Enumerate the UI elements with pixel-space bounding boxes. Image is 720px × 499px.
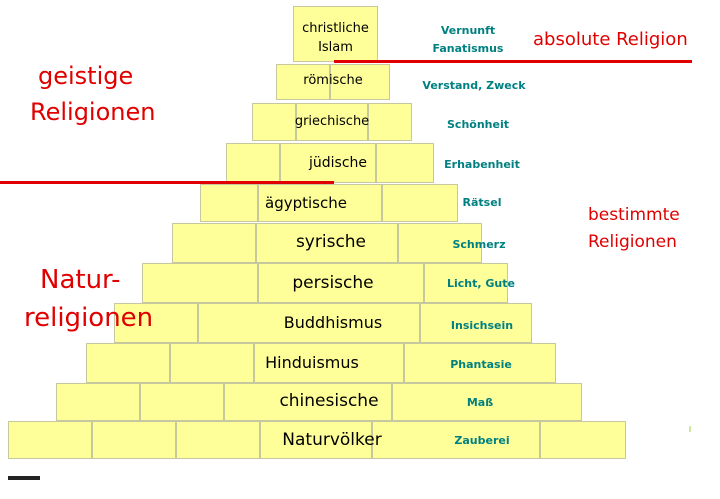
trait-aegyptische: Rätsel <box>462 196 502 209</box>
annotation-geistige-religionen: geistige Religionen <box>30 58 155 130</box>
row-label-christliche: christliche Islam <box>293 19 378 57</box>
annotation-natur-religionen: Natur- religionen <box>24 261 153 337</box>
annotation-line: bestimmte <box>588 205 680 225</box>
annotation-line: Religionen <box>30 98 156 126</box>
brick <box>86 343 170 383</box>
brick <box>276 64 330 100</box>
brick <box>280 143 376 183</box>
brick <box>420 303 532 343</box>
brick <box>114 303 198 343</box>
brick <box>398 223 482 263</box>
row-label-buddhismus: Buddhismus <box>283 313 383 332</box>
row-label-naturvoelker: Naturvölker <box>282 430 382 450</box>
brick <box>293 6 378 62</box>
brick <box>368 103 412 141</box>
label-line: christliche <box>302 21 369 36</box>
trait-chinesische: Maß <box>466 396 494 409</box>
brick <box>172 223 256 263</box>
brick <box>392 383 582 421</box>
row-label-juedische: jüdische <box>308 155 368 171</box>
brick <box>296 103 368 141</box>
divider-line-geistige <box>0 181 334 184</box>
trait-syrische: Schmerz <box>452 238 506 251</box>
edge-mark <box>689 426 691 432</box>
brick <box>258 184 382 222</box>
brick <box>170 343 254 383</box>
brick <box>140 383 224 421</box>
annotation-absolute-religion: absolute Religion <box>533 29 688 50</box>
annotation-line: Religionen <box>588 232 677 252</box>
row-label-chinesische: chinesische <box>279 391 379 411</box>
row-label-hinduismus: Hinduismus <box>265 353 359 372</box>
brick <box>142 263 258 303</box>
brick <box>258 263 424 303</box>
brick <box>200 184 258 222</box>
trait-roemische: Verstand, Zweck <box>422 79 526 92</box>
trait-line: Vernunft <box>440 24 496 37</box>
annotation-line: geistige <box>38 62 134 90</box>
row-label-griechische: griechische <box>294 114 370 129</box>
brick <box>376 143 434 183</box>
brick <box>256 223 398 263</box>
brick <box>540 421 626 459</box>
brick <box>260 421 372 459</box>
brick <box>382 184 458 222</box>
row-label-persische: persische <box>292 273 374 293</box>
brick <box>92 421 176 459</box>
brick <box>176 421 260 459</box>
brick <box>254 343 404 383</box>
footer-mark <box>8 476 40 480</box>
trait-naturvoelker: Zauberei <box>454 434 510 447</box>
row-label-aegyptische: ägyptische <box>265 194 347 212</box>
trait-buddhismus: Insichsein <box>450 319 514 332</box>
trait-griechische: Schönheit <box>447 118 509 131</box>
brick <box>424 263 508 303</box>
trait-hinduismus: Phantasie <box>450 358 512 371</box>
label-line: Islam <box>318 40 353 55</box>
divider-line-absolute <box>334 60 692 63</box>
annotation-line: religionen <box>24 303 154 333</box>
brick <box>404 343 556 383</box>
trait-persische: Licht, Gute <box>447 277 515 290</box>
row-label-syrische: syrische <box>295 232 367 252</box>
brick <box>372 421 540 459</box>
brick <box>252 103 296 141</box>
brick <box>198 303 420 343</box>
brick <box>56 383 140 421</box>
annotation-line: Natur- <box>40 265 121 295</box>
brick <box>226 143 280 183</box>
trait-juedische: Erhabenheit <box>444 158 520 171</box>
brick <box>330 64 390 100</box>
trait-line: Fanatismus <box>432 42 504 55</box>
brick <box>8 421 92 459</box>
row-label-roemische: römische <box>303 73 363 88</box>
trait-christliche: Vernunft Fanatismus <box>418 22 518 58</box>
brick <box>224 383 392 421</box>
annotation-bestimmte-religionen: bestimmte Religionen <box>588 202 680 256</box>
